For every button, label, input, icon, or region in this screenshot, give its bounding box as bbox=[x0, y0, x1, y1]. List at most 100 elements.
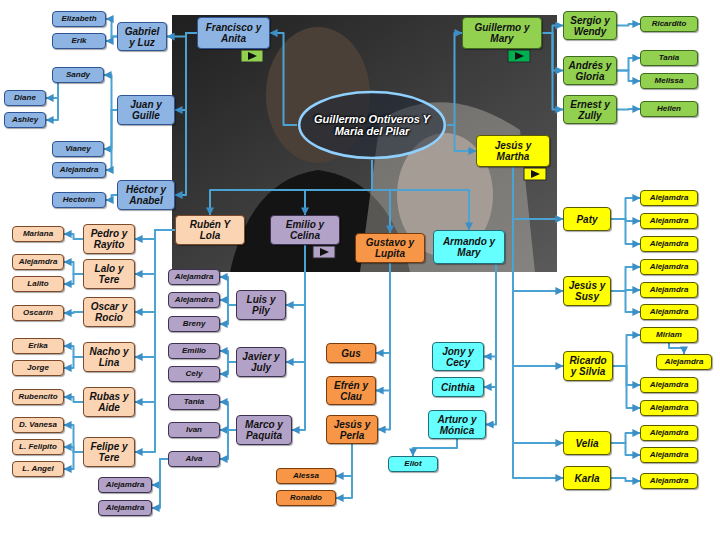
play-button bbox=[508, 50, 530, 62]
node-text: L. Angel bbox=[16, 465, 60, 474]
connector-arrow bbox=[617, 24, 640, 26]
couple-box: Lalo y Tere bbox=[83, 259, 135, 289]
node-text: Breny bbox=[172, 320, 216, 329]
person-box: Elizabeth bbox=[52, 11, 106, 27]
couple-box: Nacho y Lina bbox=[83, 342, 135, 372]
connector-arrow bbox=[376, 263, 390, 353]
node-text: Rubas y Aide bbox=[87, 391, 131, 413]
connector-arrow bbox=[305, 160, 372, 215]
person-box: Alejamdra bbox=[168, 292, 220, 308]
node-text: D. Vanesa bbox=[16, 421, 60, 430]
person-box: Sandy bbox=[52, 67, 104, 83]
connector-arrow bbox=[46, 83, 58, 120]
connector-arrow bbox=[64, 234, 83, 239]
connector-arrow bbox=[64, 312, 83, 313]
node-text: Arturo y Mónica bbox=[432, 414, 482, 436]
play-button bbox=[320, 248, 329, 256]
person-box: Alejamdra bbox=[640, 304, 698, 320]
node-text: Lalo y Tere bbox=[87, 263, 131, 285]
node-text: Jorge bbox=[16, 364, 60, 373]
person-box: L. Angel bbox=[12, 461, 64, 477]
couple-box: Marco y Paquita bbox=[236, 415, 292, 445]
node-text: Alejamdra bbox=[644, 308, 694, 317]
node-text: Alejamdra bbox=[172, 296, 216, 305]
person-box: Erika bbox=[12, 338, 64, 354]
connector-arrow bbox=[336, 444, 352, 498]
connector-arrow bbox=[486, 264, 496, 425]
couple-box: Emilio y Celina bbox=[270, 215, 340, 245]
connector-arrow bbox=[617, 108, 640, 111]
node-text: Jesús y Perla bbox=[330, 419, 374, 441]
node-text: Erik bbox=[56, 37, 102, 46]
person-box: Alejamdra bbox=[98, 477, 152, 493]
connector-arrow bbox=[292, 245, 305, 430]
person-box: Alessa bbox=[276, 468, 336, 484]
node-text: Velia bbox=[567, 438, 607, 449]
node-text: Mariana bbox=[16, 230, 60, 239]
connector-arrow bbox=[106, 195, 117, 200]
play-button bbox=[313, 246, 335, 258]
couple-box: Felipe y Tere bbox=[83, 437, 135, 467]
photo-frame bbox=[172, 15, 557, 272]
connector-arrow bbox=[513, 167, 563, 291]
play-button bbox=[241, 50, 263, 62]
couple-box: Velia bbox=[563, 431, 611, 455]
node-text: Elizabeth bbox=[56, 15, 102, 24]
connector-arrow bbox=[447, 33, 462, 125]
node-text: Jesús y Martha bbox=[480, 140, 546, 162]
node-text: Sergio y Wendy bbox=[567, 15, 613, 37]
node-text: Diane bbox=[8, 94, 42, 103]
node-text: Alejamdra bbox=[56, 166, 102, 175]
person-box: Cely bbox=[168, 366, 220, 382]
person-box: Hectorín bbox=[52, 192, 106, 208]
node-text: Alejamdra bbox=[644, 217, 694, 226]
person-box: Alejamdra bbox=[656, 354, 712, 370]
connector-arrow bbox=[513, 167, 563, 443]
person-box: Melissa bbox=[640, 73, 698, 89]
person-box: L. Felipito bbox=[12, 439, 64, 455]
node-text: Lalito bbox=[16, 280, 60, 289]
couple-box: Javier y July bbox=[236, 347, 286, 377]
couple-box: Juan y Guille bbox=[117, 95, 175, 125]
node-text: Rubencito bbox=[16, 393, 60, 402]
person-box: Tania bbox=[640, 50, 698, 66]
node-text: Alejamdra bbox=[644, 451, 694, 460]
person-box: Ronaldo bbox=[276, 490, 336, 506]
node-text: Juan y Guille bbox=[121, 99, 171, 121]
connector-arrow bbox=[220, 362, 236, 374]
couple-box: Andrés y Gloria bbox=[563, 56, 617, 85]
node-text: Marco y Paquita bbox=[240, 419, 288, 441]
node-text: Alejamdra bbox=[644, 263, 694, 272]
node-text: Alejamdra bbox=[102, 504, 148, 513]
connector-arrow bbox=[611, 433, 640, 443]
person-box: Vianey bbox=[52, 141, 104, 157]
connector-arrow bbox=[46, 83, 58, 98]
connector-arrow bbox=[64, 425, 83, 452]
person-box: Ivan bbox=[168, 422, 220, 438]
node-text: Francisco y Anita bbox=[201, 22, 266, 44]
connector-arrow bbox=[220, 402, 236, 430]
connector-arrow bbox=[669, 343, 684, 354]
person-box: Alejamdra bbox=[640, 447, 698, 463]
node-text: Gustavo y Lupita bbox=[359, 237, 421, 259]
node-text: Guillermo y Mary bbox=[466, 22, 538, 44]
node-text: Vianey bbox=[56, 145, 100, 154]
person-box: Tania bbox=[168, 394, 220, 410]
node-text: Hellen bbox=[644, 105, 694, 114]
couple-box: Héctor y Anabel bbox=[117, 180, 175, 210]
connector-arrow bbox=[611, 478, 640, 481]
node-text: Erika bbox=[16, 342, 60, 351]
node-text: Oscar y Rocio bbox=[87, 301, 131, 323]
connector-arrow bbox=[542, 33, 563, 110]
node-text: Alejamdra bbox=[102, 481, 148, 490]
connector-arrow bbox=[106, 110, 117, 170]
couple-box: Francisco y Anita bbox=[197, 17, 270, 49]
couple-box: Jesús y Martha bbox=[476, 135, 550, 167]
node-text: Alejamdra bbox=[644, 404, 694, 413]
person-box: Oscarín bbox=[12, 305, 64, 321]
connector-arrow bbox=[64, 357, 83, 368]
node-text: Melissa bbox=[644, 77, 694, 86]
node-text: Alejamdra bbox=[172, 273, 216, 282]
couple-box: Ricardo y Silvia bbox=[563, 351, 613, 381]
connector-arrow bbox=[611, 198, 640, 219]
